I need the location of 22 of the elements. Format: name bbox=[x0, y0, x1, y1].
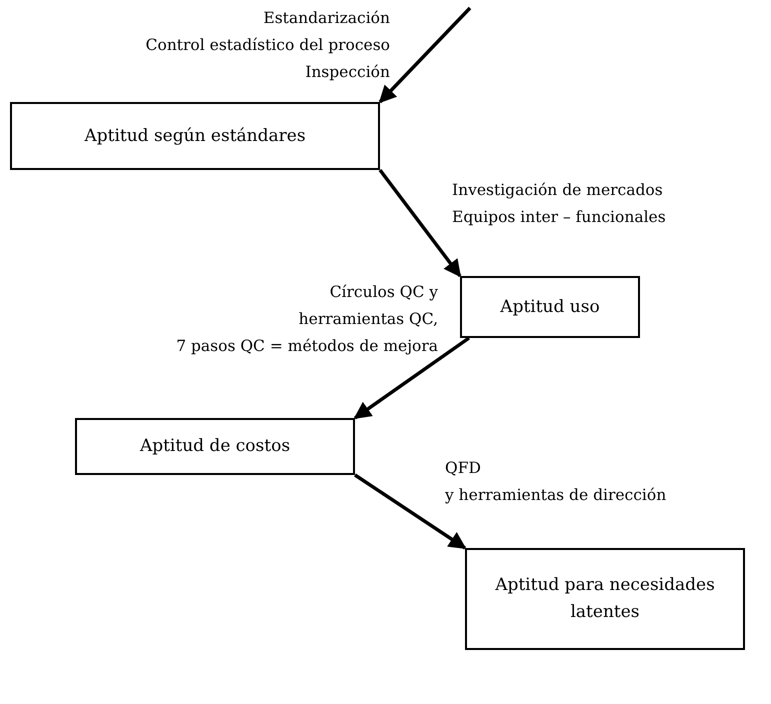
process-box bbox=[460, 276, 640, 338]
annotation-text: Equipos inter – funcionales bbox=[452, 207, 666, 227]
process-box bbox=[465, 548, 745, 650]
annotation-text: Control estadístico del proceso bbox=[146, 35, 390, 55]
annotation-text: Investigación de mercados bbox=[452, 180, 663, 200]
arrow bbox=[354, 336, 470, 420]
annotation-text: y herramientas de dirección bbox=[445, 485, 666, 505]
box-label: Aptitud para necesidades latentes bbox=[494, 574, 716, 624]
box-label: Aptitud de costos bbox=[140, 435, 290, 458]
arrow bbox=[354, 474, 466, 550]
annotation-text: Círculos QC y bbox=[330, 282, 438, 302]
arrow bbox=[378, 168, 462, 278]
box-label: Aptitud según estándares bbox=[84, 124, 306, 148]
annotation-text: QFD bbox=[445, 458, 481, 478]
process-box bbox=[10, 102, 380, 170]
annotation-text: Inspección bbox=[305, 62, 390, 82]
box-label: Aptitud uso bbox=[500, 296, 600, 318]
annotation-text: 7 pasos QC = métodos de mejora bbox=[176, 336, 438, 356]
process-box bbox=[75, 418, 355, 475]
annotation-text: Estandarización bbox=[263, 8, 390, 28]
arrow bbox=[378, 6, 472, 104]
annotation-text: herramientas QC, bbox=[298, 309, 438, 329]
